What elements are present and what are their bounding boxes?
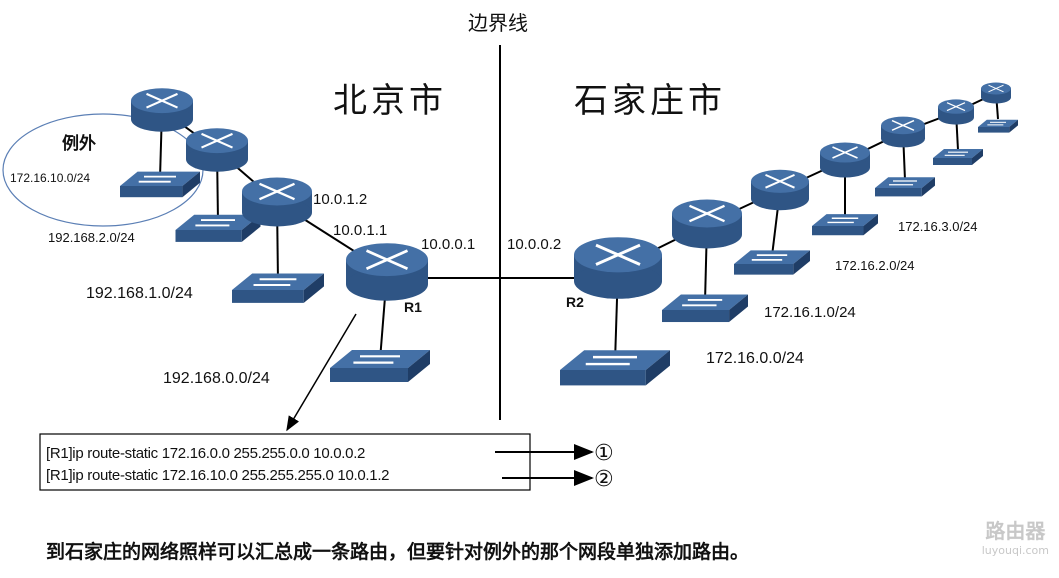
- router-icon: [242, 177, 312, 227]
- router-icon: [672, 199, 742, 249]
- switch-icon: [232, 273, 324, 303]
- caption: 到石家庄的网络照样可以汇总成一条路由，但要针对例外的那个网段单独添加路由。: [46, 540, 749, 563]
- router-icon: [881, 116, 925, 148]
- switch-icon: [933, 149, 983, 165]
- pointer-arrow: [286, 313, 357, 432]
- watermark: 路由器 luyouqi.com: [982, 515, 1049, 557]
- router-icon: [981, 82, 1011, 104]
- marker-2: ②: [594, 467, 614, 492]
- exception-network: 172.16.10.0/24: [10, 171, 90, 185]
- switch-icon: [330, 350, 430, 382]
- switch-icon: [120, 171, 200, 198]
- switch-icon: [812, 214, 878, 236]
- router-label-r1: R1: [404, 299, 422, 315]
- router-icon: [938, 99, 974, 125]
- router-icon: [131, 88, 193, 132]
- router-label-r2: R2: [566, 294, 584, 310]
- network-label: 172.16.2.0/24: [835, 258, 915, 273]
- exception-label: 例外: [62, 133, 96, 154]
- interface-ip: 10.0.0.1: [421, 236, 475, 253]
- switch-icon: [734, 250, 810, 275]
- switch-icon: [662, 294, 748, 323]
- border-label: 边界线: [468, 11, 528, 35]
- command-line-2: [R1]ip route-static 172.16.10.0 255.255.…: [46, 467, 389, 484]
- network-label: 172.16.3.0/24: [898, 219, 978, 234]
- marker-1: ①: [594, 441, 614, 466]
- watermark-site: luyouqi.com: [981, 544, 1049, 557]
- region-shijiazhuang: 石家庄市: [574, 81, 726, 121]
- router-icon: [820, 142, 870, 178]
- switch-icon: [560, 350, 670, 386]
- watermark-name: 路由器: [985, 519, 1046, 543]
- interface-ip: 10.0.1.2: [313, 191, 367, 208]
- network-label: 172.16.0.0/24: [706, 350, 804, 367]
- router-icon: [186, 128, 248, 172]
- interface-ip: 10.0.0.2: [507, 236, 561, 253]
- switch-icon: [978, 119, 1018, 133]
- router-icon: [346, 243, 428, 301]
- region-beijing: 北京市: [333, 81, 447, 121]
- network-label: 172.16.1.0/24: [764, 304, 856, 321]
- router-icon: [751, 169, 809, 211]
- devices: [120, 82, 1018, 386]
- switch-icon: [875, 177, 935, 197]
- command-box: [39, 433, 531, 491]
- router-icon: [574, 237, 662, 299]
- network-label: 192.168.2.0/24: [48, 230, 135, 245]
- command-line-1: [R1]ip route-static 172.16.0.0 255.255.0…: [46, 445, 365, 462]
- network-label: 192.168.0.0/24: [163, 370, 270, 387]
- network-label: 192.168.1.0/24: [86, 285, 193, 302]
- interface-ip: 10.0.1.1: [333, 222, 387, 239]
